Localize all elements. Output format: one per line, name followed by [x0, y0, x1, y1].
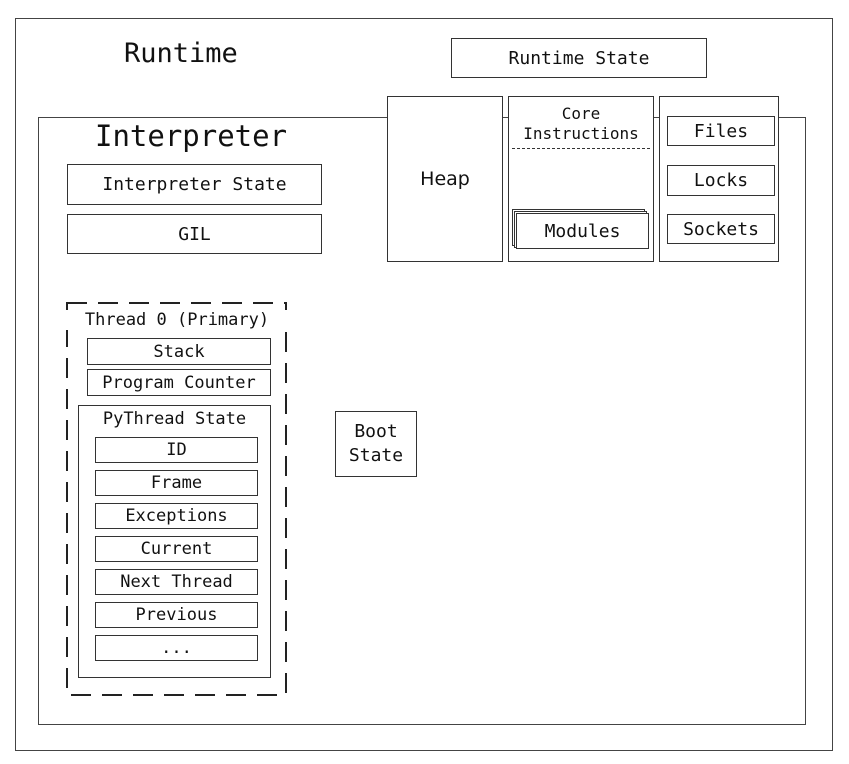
modules-box: Modules [516, 213, 649, 249]
boot-state-line1: Boot [354, 421, 398, 442]
stack-box: Stack [87, 338, 271, 365]
program-counter-box: Program Counter [87, 369, 271, 396]
pythread-item-current: Current [95, 536, 258, 562]
core-label-line2: Instructions [523, 124, 639, 143]
pythread-item-previous: Previous [95, 602, 258, 628]
sockets-box: Sockets [667, 214, 775, 244]
pythread-item-id: ID [95, 437, 258, 463]
interpreter-state-box: Interpreter State [67, 164, 322, 205]
runtime-frame [15, 18, 833, 751]
interpreter-title: Interpreter [95, 119, 288, 153]
core-divider [512, 148, 650, 149]
locks-box: Locks [667, 165, 775, 196]
pythread-item-exceptions: Exceptions [95, 503, 258, 529]
pythread-item-frame: Frame [95, 470, 258, 496]
runtime-state-box: Runtime State [451, 38, 707, 78]
files-box: Files [667, 116, 775, 146]
core-label-line1: Core [561, 104, 601, 123]
pythread-item-more: ... [95, 635, 258, 661]
runtime-title: Runtime [124, 38, 238, 69]
heap-box: Heap [387, 96, 503, 262]
core-instructions-label: Core Instructions [509, 104, 653, 144]
pythread-state-title: PyThread State [102, 409, 247, 429]
thread-title: Thread 0 (Primary) [66, 310, 288, 330]
boot-state-line2: State [348, 445, 404, 466]
pythread-item-next-thread: Next Thread [95, 569, 258, 595]
boot-state-box: Boot State [335, 411, 417, 477]
gil-box: GIL [67, 214, 322, 254]
heap-label: Heap [420, 168, 470, 190]
